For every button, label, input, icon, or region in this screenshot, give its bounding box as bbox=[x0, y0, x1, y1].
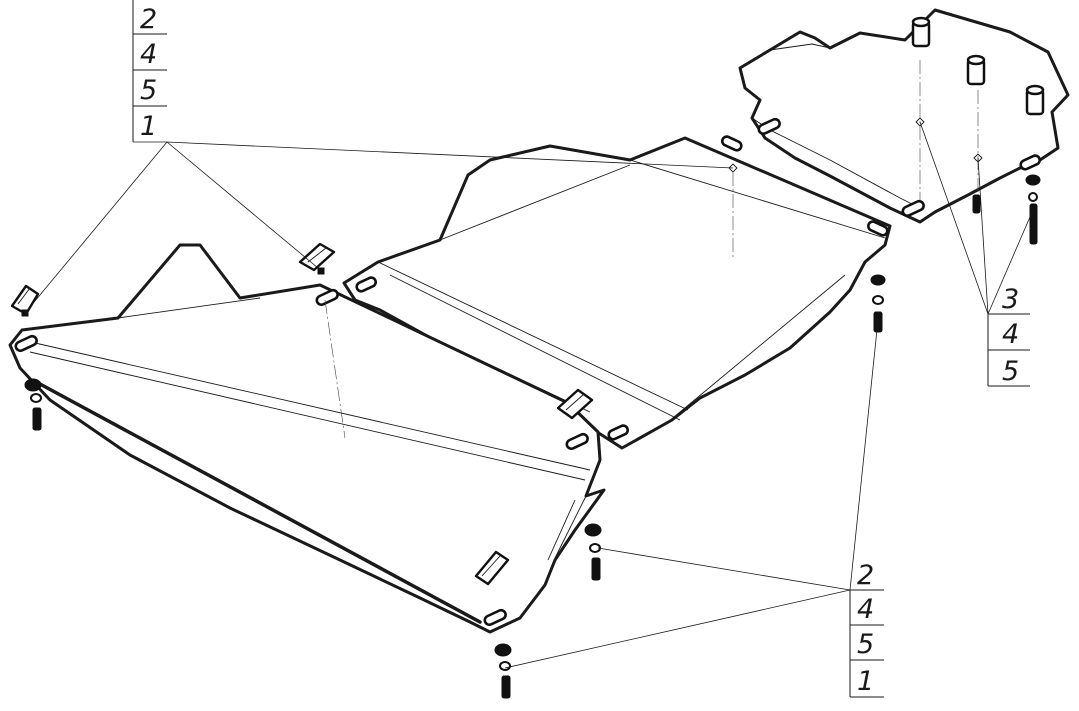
front-skid-plate bbox=[8, 243, 606, 634]
callout-label: 5 bbox=[140, 75, 157, 106]
mounting-tab bbox=[556, 388, 594, 420]
callout-label: 5 bbox=[857, 629, 874, 660]
leader-lines bbox=[24, 121, 1034, 669]
slot bbox=[355, 276, 377, 293]
rear-fasteners bbox=[972, 174, 1041, 245]
slot bbox=[607, 424, 629, 441]
callout-label: 2 bbox=[857, 560, 874, 591]
slot bbox=[14, 334, 38, 353]
rear-skid-plate bbox=[738, 8, 1070, 224]
callout-label: 1 bbox=[857, 666, 874, 697]
mounting-tab bbox=[298, 242, 336, 275]
callout-label: 4 bbox=[857, 594, 874, 625]
stud bbox=[911, 16, 931, 48]
mounting-tab bbox=[10, 284, 40, 317]
callout-label: 4 bbox=[1002, 319, 1019, 350]
slot bbox=[565, 432, 589, 451]
callout-label: 3 bbox=[1002, 284, 1019, 315]
callout-right: 3 4 5 bbox=[987, 284, 1030, 387]
callout-bottom: 2 4 5 1 bbox=[849, 560, 884, 698]
slot bbox=[757, 117, 781, 136]
callout-label: 5 bbox=[1002, 356, 1019, 387]
slot bbox=[1019, 154, 1041, 171]
callout-label: 4 bbox=[140, 39, 157, 70]
callout-label: 1 bbox=[140, 111, 157, 142]
callout-label: 2 bbox=[140, 4, 157, 35]
mounting-tab bbox=[474, 550, 510, 586]
slot bbox=[721, 135, 743, 152]
slot bbox=[867, 220, 889, 237]
front-fasteners bbox=[24, 378, 602, 699]
callout-top-left: 2 4 5 1 bbox=[132, 0, 167, 142]
slot bbox=[315, 288, 339, 307]
stud bbox=[966, 54, 986, 86]
stud bbox=[1025, 84, 1045, 116]
slot bbox=[483, 608, 507, 627]
slot bbox=[901, 199, 925, 218]
